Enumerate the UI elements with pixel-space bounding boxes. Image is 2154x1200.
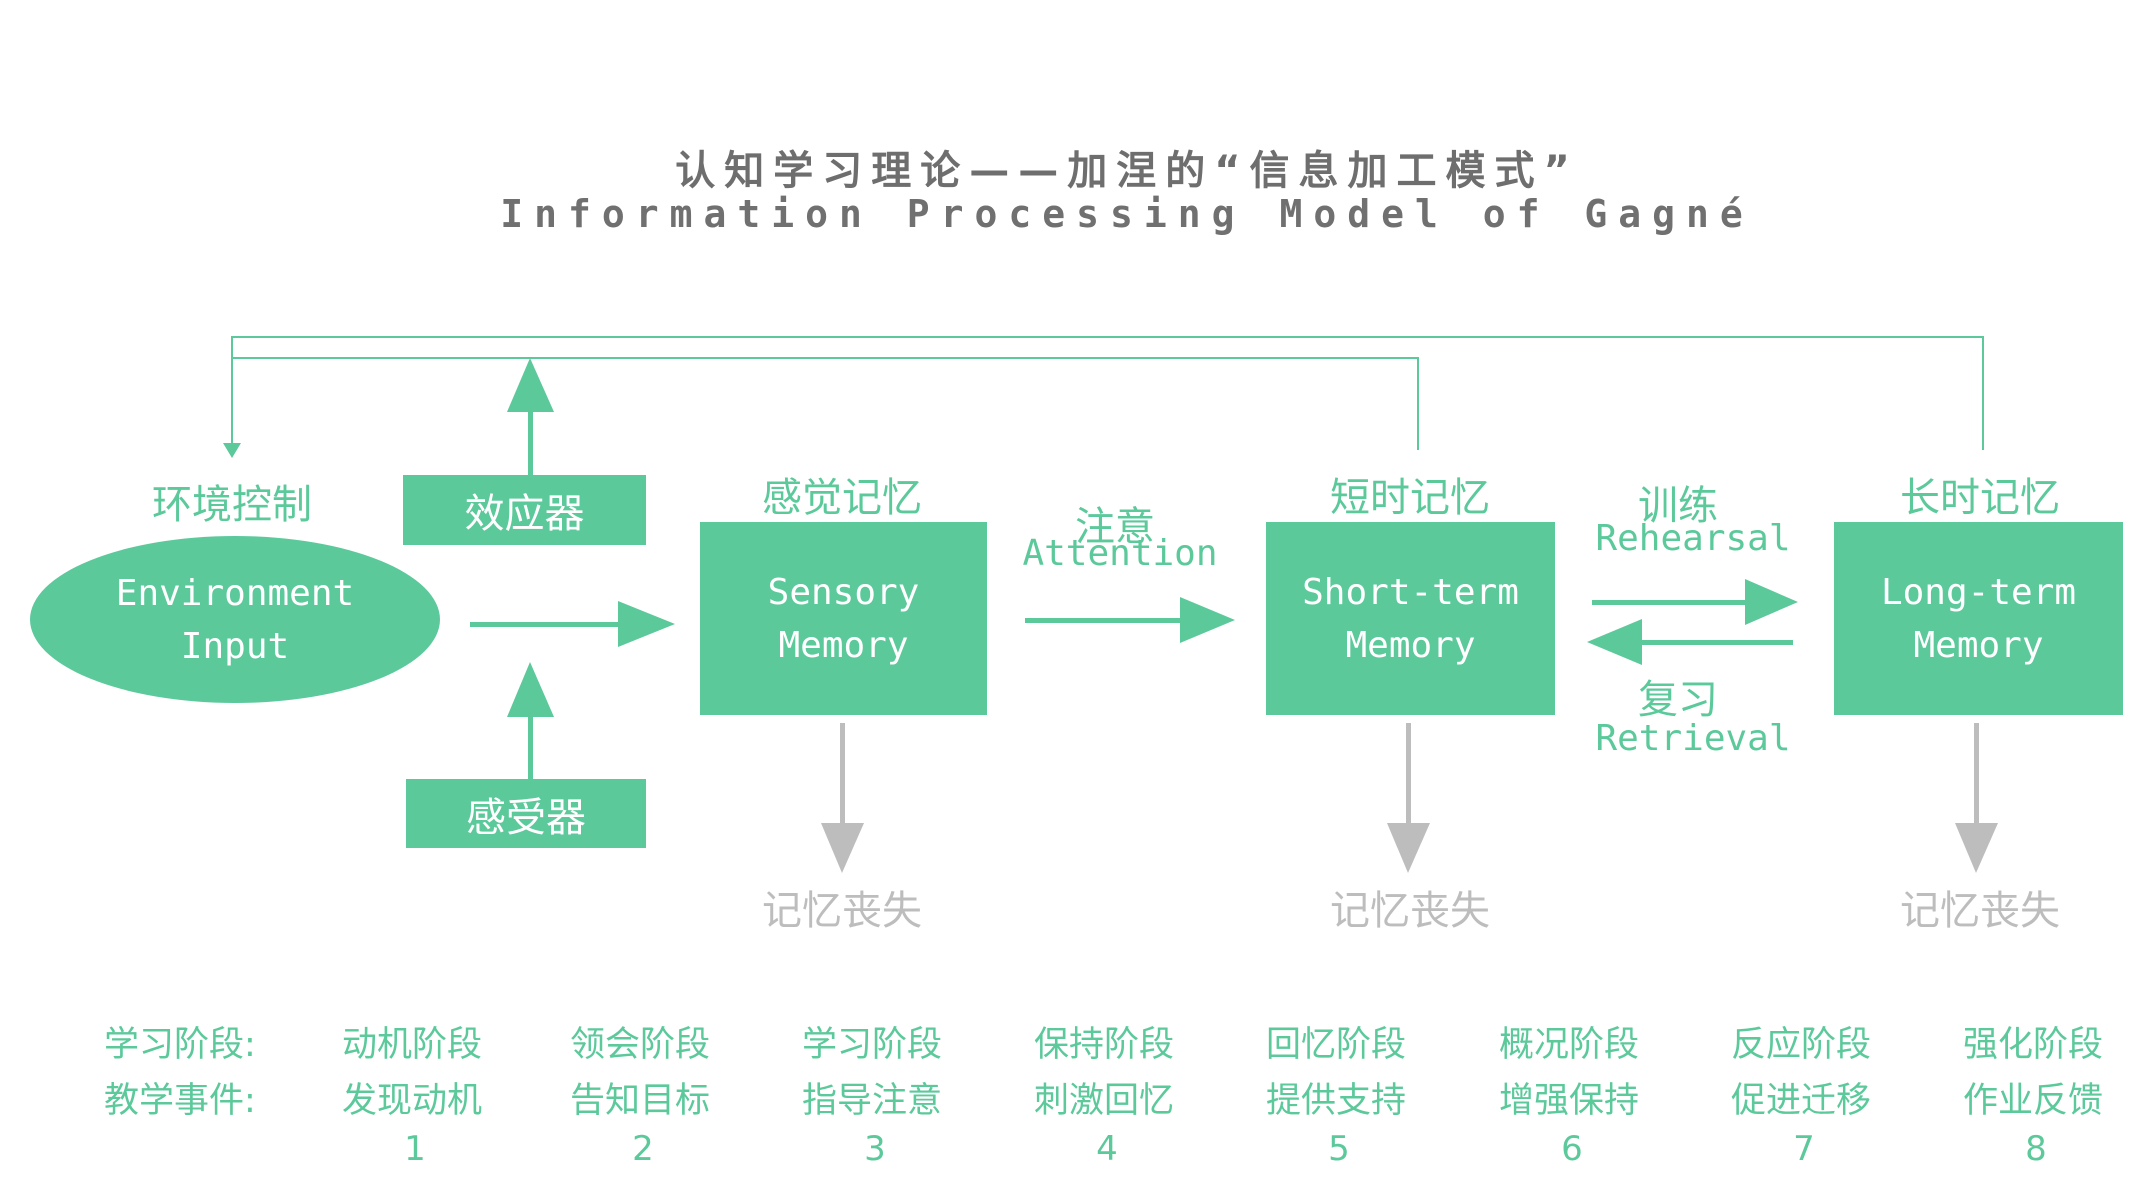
attention-label-cn: 注意 [1075, 504, 1155, 550]
stage-num-4: 4 [1096, 1129, 1118, 1169]
rehearsal-label-en: Rehearsal [1595, 518, 1791, 559]
stage-row-label-event: 教学事件: [104, 1081, 256, 1121]
stage-phase-4: 保持阶段 [1034, 1025, 1175, 1065]
feedback-line-long-term [231, 336, 1984, 450]
stage-phase-7: 反应阶段 [1731, 1025, 1872, 1065]
receptor-arrowhead [507, 662, 554, 717]
short-term-memory-box: Short-term Memory [1266, 522, 1555, 715]
memory-loss-sensory: 记忆丧失 [762, 888, 922, 934]
retrieval-arrowhead [1587, 619, 1642, 665]
sensory-memory-label: 感觉记忆 [762, 475, 922, 521]
stage-num-1: 1 [404, 1129, 426, 1169]
short-term-memory-label: 短时记忆 [1330, 475, 1490, 521]
feedback-arrowhead [223, 443, 241, 458]
stage-event-6: 增强保持 [1499, 1081, 1640, 1121]
memory-loss-long-term: 记忆丧失 [1900, 888, 2060, 934]
stage-event-7: 促进迁移 [1731, 1081, 1872, 1121]
rehearsal-label-cn: 训练 [1638, 483, 1718, 529]
stage-phase-5: 回忆阶段 [1266, 1025, 1407, 1065]
title-cn: 认知学习理论——加涅的“信息加工模式” [675, 148, 1579, 194]
stage-event-2: 告知目标 [570, 1081, 711, 1121]
long-term-memory-box: Long-term Memory [1834, 522, 2123, 715]
stage-phase-8: 强化阶段 [1963, 1025, 2104, 1065]
rehearsal-arrow-shaft [1592, 600, 1747, 605]
stage-phase-3: 学习阶段 [802, 1025, 943, 1065]
stage-row-label-phase: 学习阶段: [104, 1025, 256, 1065]
stage-num-2: 2 [632, 1129, 654, 1169]
environment-input-node: Environment Input [30, 536, 440, 703]
stage-event-8: 作业反馈 [1963, 1081, 2104, 1121]
stage-num-8: 8 [2025, 1129, 2047, 1169]
receptor-shaft [528, 713, 533, 781]
receptor-box: 感受器 [406, 779, 646, 848]
effector-arrowhead [507, 358, 554, 412]
stage-num-6: 6 [1561, 1129, 1583, 1169]
sensory-memory-box: Sensory Memory [700, 522, 987, 715]
stage-num-5: 5 [1328, 1129, 1350, 1169]
retrieval-arrow-shaft [1640, 640, 1793, 645]
input-arrowhead [618, 601, 675, 647]
retrieval-label-en: Retrieval [1595, 718, 1791, 759]
environment-label: 环境控制 [152, 482, 312, 528]
loss-arrow-shaft-sensory [840, 723, 845, 828]
attention-arrowhead [1180, 597, 1235, 643]
loss-arrowhead-short-term [1387, 823, 1430, 873]
attention-label-en: Attention [1022, 533, 1218, 574]
long-term-memory-label: 长时记忆 [1900, 475, 2060, 521]
attention-arrow-shaft [1025, 618, 1182, 623]
rehearsal-arrowhead [1745, 579, 1798, 625]
stage-event-4: 刺激回忆 [1034, 1081, 1175, 1121]
stage-num-7: 7 [1793, 1129, 1815, 1169]
stage-event-1: 发现动机 [342, 1081, 483, 1121]
input-arrow-shaft [470, 622, 620, 627]
stage-phase-6: 概况阶段 [1499, 1025, 1640, 1065]
effector-shaft [528, 410, 533, 478]
stage-phase-2: 领会阶段 [570, 1025, 711, 1065]
loss-arrowhead-long-term [1955, 823, 1998, 873]
stage-phase-1: 动机阶段 [342, 1025, 483, 1065]
memory-loss-short-term: 记忆丧失 [1330, 888, 1490, 934]
retrieval-label-cn: 复习 [1638, 677, 1718, 723]
effector-box: 效应器 [403, 475, 646, 545]
title-en: Information Processing Model of Gagné [500, 192, 1754, 236]
feedback-line-short-term [232, 357, 1419, 450]
loss-arrow-shaft-short-term [1406, 723, 1411, 828]
stage-event-3: 指导注意 [802, 1081, 943, 1121]
stage-event-5: 提供支持 [1266, 1081, 1407, 1121]
loss-arrowhead-sensory [821, 823, 864, 873]
loss-arrow-shaft-long-term [1974, 723, 1979, 828]
stage-num-3: 3 [864, 1129, 886, 1169]
